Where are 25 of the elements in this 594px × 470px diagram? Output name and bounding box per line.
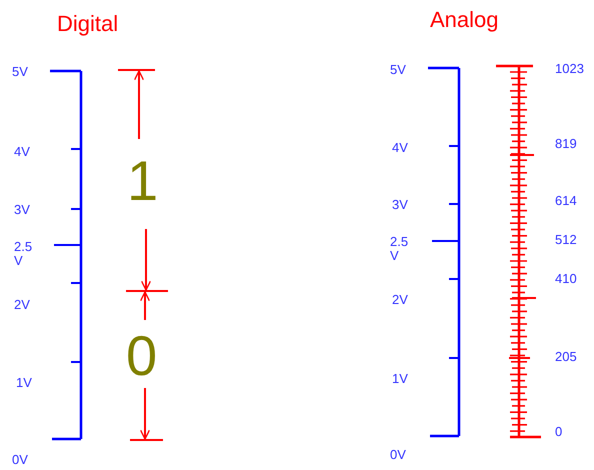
voltage-label: 0V xyxy=(390,448,406,462)
heading: Digital xyxy=(57,12,118,36)
voltage-label: 4V xyxy=(392,141,408,156)
value-label: 0 xyxy=(555,425,562,440)
voltage-label: 2V xyxy=(392,293,408,308)
voltage-label: 2V xyxy=(14,298,30,312)
voltage-label: 0V xyxy=(12,453,28,468)
heading: Analog xyxy=(430,8,499,32)
voltage-label: 5V xyxy=(390,63,406,78)
value-label: 205 xyxy=(555,350,577,364)
value-label: 819 xyxy=(555,137,577,152)
voltage-label: 4V xyxy=(14,145,30,160)
value-label: 614 xyxy=(555,194,577,208)
voltage-label: 1V xyxy=(392,372,408,386)
voltage-label: 5V xyxy=(12,65,28,80)
voltage-label: 2.5 V xyxy=(14,240,34,269)
value-label: 410 xyxy=(555,272,577,286)
digit-label: 0 xyxy=(126,325,158,387)
voltage-label: 3V xyxy=(14,203,30,218)
value-label: 1023 xyxy=(555,62,584,76)
voltage-label: 1V xyxy=(16,376,32,390)
voltage-label: 2.5 V xyxy=(390,235,410,264)
voltage-label: 3V xyxy=(392,198,408,212)
digit-label: 1 xyxy=(127,150,158,212)
value-label: 512 xyxy=(555,233,577,248)
